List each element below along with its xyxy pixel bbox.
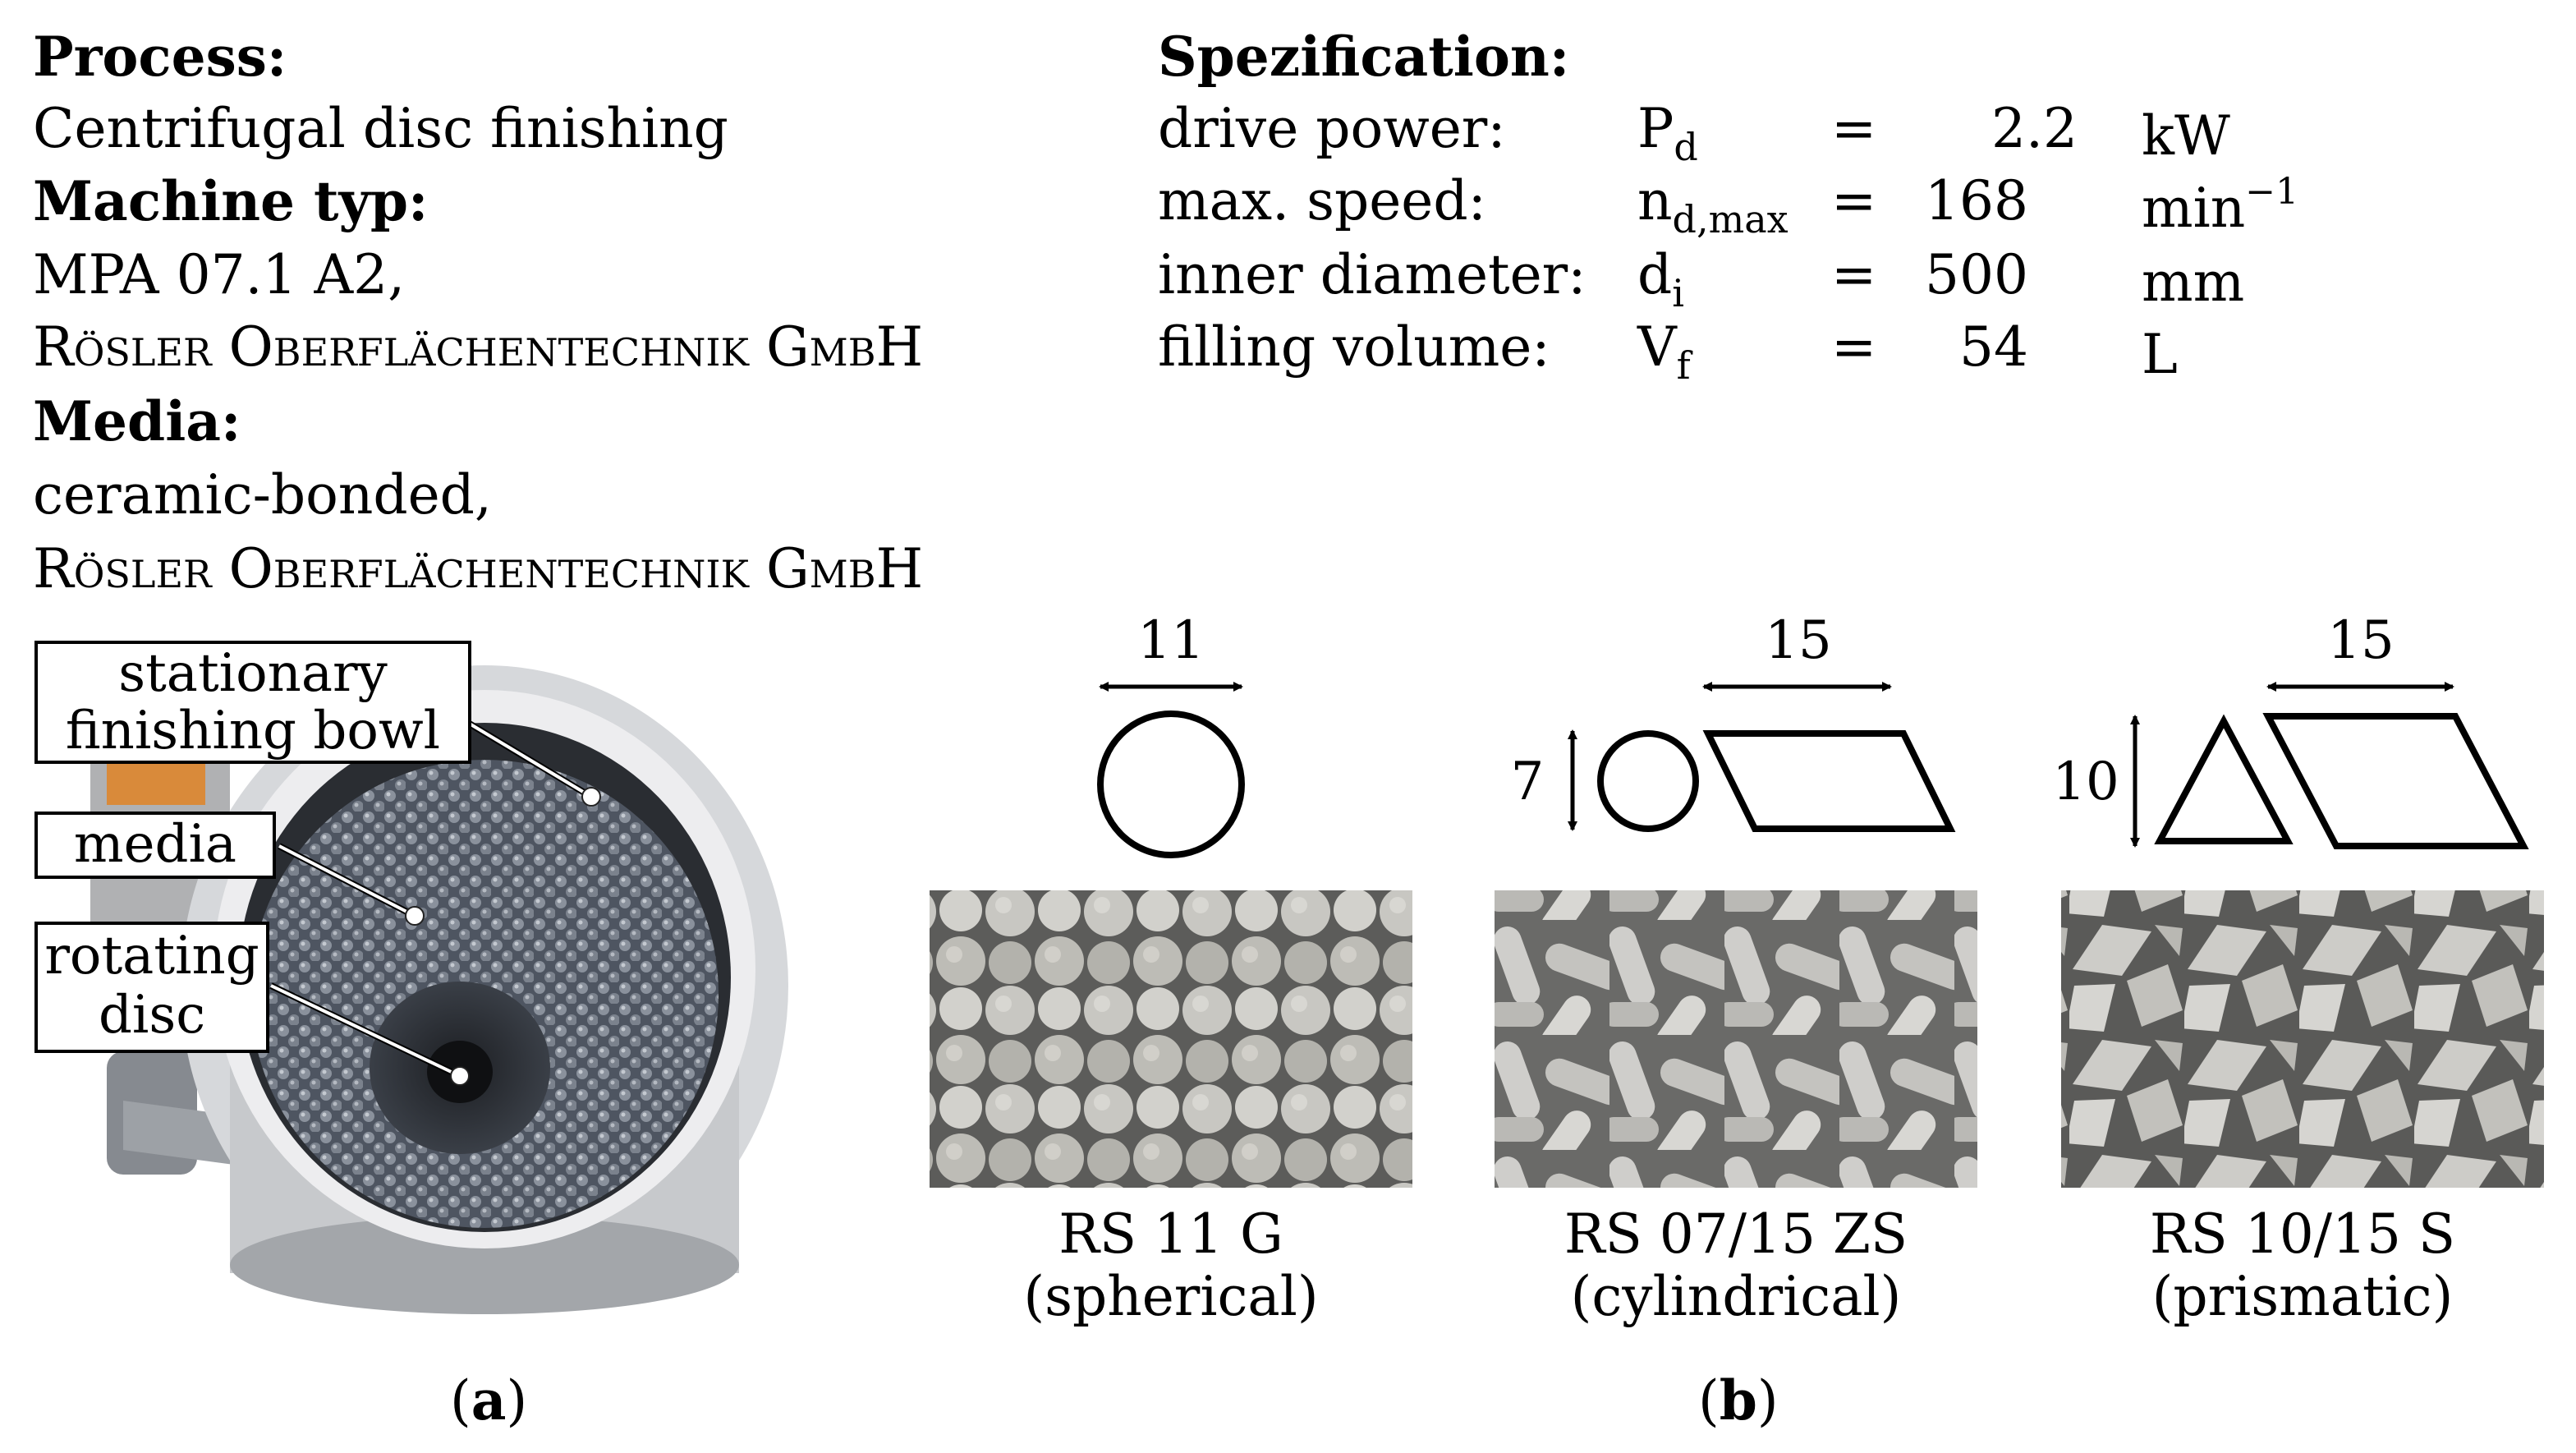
spec-unit: L <box>2142 323 2178 386</box>
label-finishing-bowl: finishing bowl <box>65 701 441 761</box>
spec-unit: mm <box>2142 251 2245 314</box>
panel-b-caption: (b) <box>1698 1368 1779 1432</box>
spec-value: 168 <box>1925 169 2028 232</box>
spec-equals: = <box>1831 243 1877 306</box>
media-shape-cylindrical: (cylindrical) <box>1570 1265 1902 1328</box>
label-media: media <box>73 814 237 875</box>
spec-symbol: di <box>1637 243 1684 315</box>
machine-value: MPA 07.1 A2, <box>33 243 406 306</box>
media-name-cylindrical: RS 07/15 ZS <box>1564 1202 1908 1266</box>
spec-label: max. speed: <box>1158 169 1486 232</box>
prismatic-media-photo <box>2061 890 2544 1188</box>
spec-label: filling volume: <box>1158 315 1550 379</box>
media-spherical-graphic <box>930 682 1412 1188</box>
process-value: Centrifugal disc finishing <box>33 97 728 160</box>
cylinder-end-shape-icon <box>1597 730 1699 832</box>
spec-symbol: nd,max <box>1637 169 1789 241</box>
dim-width-prismatic: 15 <box>2327 610 2395 671</box>
spec-heading: Spezification: <box>1158 25 1570 89</box>
machine-maker: Rösler Oberflächentechnik GmbH <box>33 315 924 379</box>
dim-width-cylindrical: 15 <box>1765 610 1832 671</box>
media-shape-prismatic: (prismatic) <box>2151 1265 2454 1328</box>
media-cylindrical-graphic <box>1495 682 1977 1188</box>
spherical-media-photo <box>930 890 1412 1188</box>
label-box-bowl <box>34 641 471 764</box>
machine-heading: Machine typ: <box>33 169 429 233</box>
spec-equals: = <box>1831 315 1877 379</box>
spec-label: drive power: <box>1158 97 1506 160</box>
media-prismatic-graphic <box>2061 682 2544 1188</box>
triangle-shape-icon <box>2154 714 2294 844</box>
process-heading: Process: <box>33 25 287 89</box>
spec-unit: min−1 <box>2142 171 2299 240</box>
label-rotating: rotating <box>44 926 259 986</box>
machine-photo <box>34 641 788 1314</box>
spec-unit: kW <box>2142 104 2230 168</box>
spec-value: 500 <box>1925 243 2028 306</box>
media-name-prismatic: RS 10/15 S <box>2149 1202 2456 1266</box>
spec-symbol: Vf <box>1637 315 1691 388</box>
dim-width-spherical: 11 <box>1137 610 1205 671</box>
spec-label: inner diameter: <box>1158 243 1586 306</box>
dim-height-cylindrical: 7 <box>1510 752 1545 812</box>
media-name-spherical: RS 11 G <box>1058 1202 1283 1266</box>
prism-side-shape-icon <box>2262 713 2529 849</box>
dim-height-prismatic: 10 <box>2052 752 2119 812</box>
media-shape-spherical: (spherical) <box>1023 1265 1319 1328</box>
spec-value: 2.2 <box>1991 97 2078 160</box>
label-disc: disc <box>98 985 206 1046</box>
media-maker: Rösler Oberflächentechnik GmbH <box>33 537 924 600</box>
spec-value: 54 <box>1959 315 2028 379</box>
cylinder-side-shape-icon <box>1702 730 1956 832</box>
panel-a-caption: (a) <box>450 1368 528 1432</box>
spec-equals: = <box>1831 97 1877 160</box>
spec-symbol: Pd <box>1637 97 1698 169</box>
media-value: ceramic-bonded, <box>33 463 492 526</box>
cylindrical-media-photo <box>1495 890 1977 1188</box>
label-box-media <box>34 812 276 879</box>
spec-equals: = <box>1831 169 1877 232</box>
label-box-disc <box>34 922 269 1053</box>
label-stationary: stationary <box>118 643 388 704</box>
media-heading: Media: <box>33 389 241 453</box>
sphere-shape-icon <box>1097 710 1245 858</box>
